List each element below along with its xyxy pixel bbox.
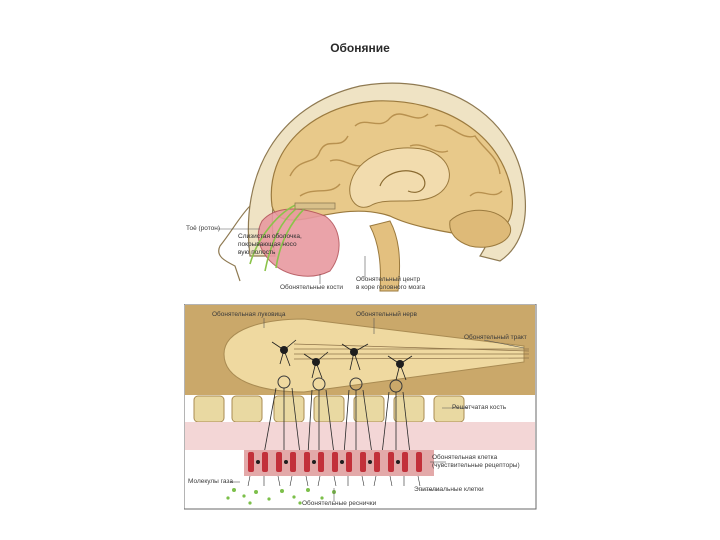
label-center-2: в коре головного мозга: [356, 284, 425, 292]
label-cell-2: (чувствительные рецепторы): [432, 462, 520, 470]
label-olfactory-bulb: Обонятельные кости: [280, 284, 343, 292]
page-title: Обоняние: [0, 41, 720, 55]
label-mucosa-3: вую полость: [238, 249, 275, 257]
head-section-svg: [180, 56, 540, 296]
label-bone: Решетчатая кость: [452, 404, 506, 412]
label-mucosa-2: покрывающая носо: [238, 241, 297, 249]
label-mucosa-1: Слизистая оболочка,: [238, 233, 302, 241]
label-cell-1: Обонятельная клетка: [432, 454, 497, 462]
label-cilia: Обонятельные реснички: [302, 500, 376, 508]
label-epithelial: Эпителиальные клетки: [414, 486, 484, 494]
cribriform-bone: [194, 396, 464, 422]
label-tract: Обонятельный тракт: [464, 334, 527, 342]
label-nose-roof: Тоё (ротон): [186, 225, 220, 233]
cribriform-plate: [295, 203, 335, 209]
cerebellum-shape: [450, 210, 511, 247]
head-section-illustration: Тоё (ротон) Слизистая оболочка, покрываю…: [180, 56, 540, 296]
receptor-cells: [244, 450, 434, 476]
label-molecules: Молекулы газа: [188, 478, 233, 486]
label-center-1: Обонятельный центр: [356, 276, 420, 284]
lamina-propria: [185, 422, 535, 450]
olfactory-detail-illustration: Обонятельная луковица Обонятельный нерв …: [184, 304, 544, 512]
label-bulb: Обонятельная луковица: [212, 311, 286, 319]
label-nerve-top: Обонятельный нерв: [356, 311, 417, 319]
